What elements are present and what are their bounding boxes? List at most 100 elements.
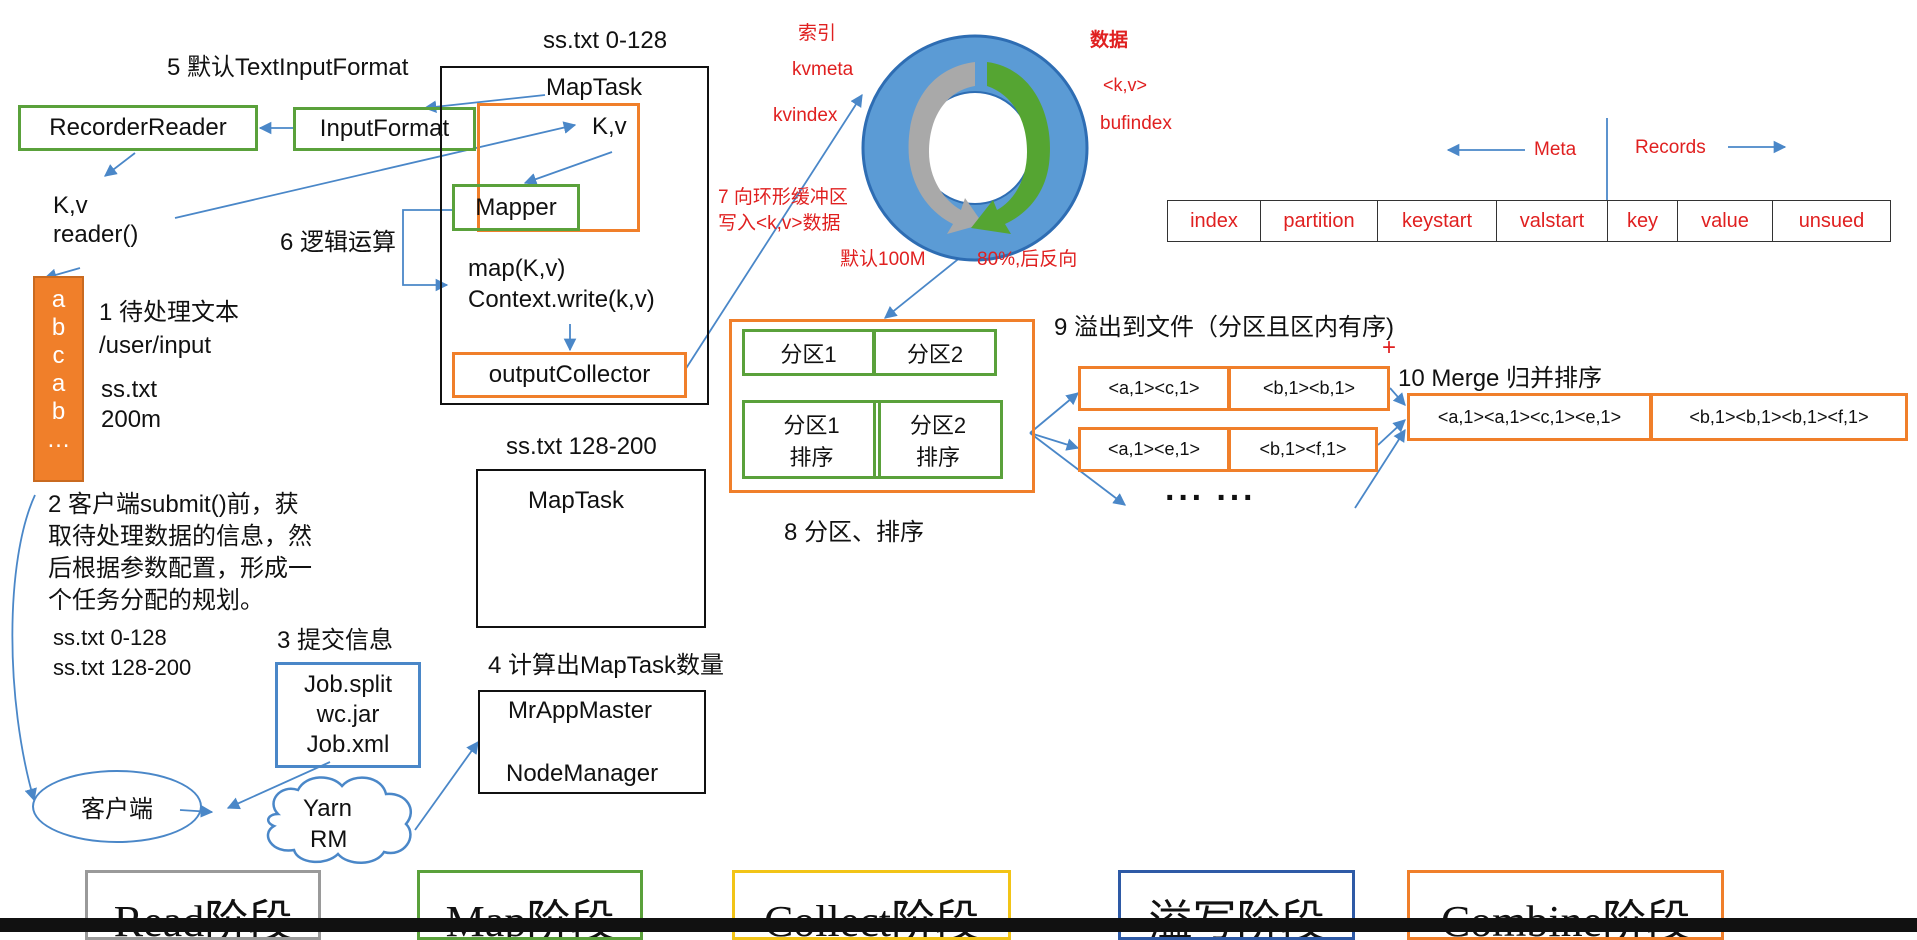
step5-label: 5 默认TextInputFormat xyxy=(167,54,409,81)
arrow-yarn-to-mrappmaster xyxy=(414,740,479,831)
text-char: a xyxy=(51,286,66,313)
yarn-cloud xyxy=(266,776,412,864)
partition2-sort-box: 分区2 排序 xyxy=(873,400,1003,479)
step7-line: 写入<k,v>数据 xyxy=(718,213,841,234)
input-path: /user/input xyxy=(99,332,212,359)
job-file: Job.split xyxy=(303,671,393,698)
text-char: a xyxy=(51,370,66,397)
split1-label: ss.txt 0-128 xyxy=(543,27,668,54)
arrow-maptask-to-inputformat xyxy=(423,94,546,114)
job-file: Job.xml xyxy=(306,731,390,758)
text-char: … xyxy=(46,426,71,453)
maptask-title: MapTask xyxy=(546,74,643,101)
records-label: Records xyxy=(1635,137,1706,158)
file-size: 200m xyxy=(101,406,162,433)
kv-label: K,v xyxy=(592,113,627,140)
output-collector-box: outputCollector xyxy=(452,352,687,398)
recorder-reader-box: RecorderReader xyxy=(18,105,258,151)
arrow-file-to-client xyxy=(11,494,37,802)
reader-call: reader() xyxy=(53,221,139,248)
yarn-label: Yarn xyxy=(303,795,352,822)
partition1-sort-line: 排序 xyxy=(789,444,834,470)
ring-kv-label: <k,v> xyxy=(1103,75,1148,95)
step8-label: 8 分区、排序 xyxy=(784,519,925,546)
ring-buffer xyxy=(861,34,1089,262)
arrow-partition-to-spill1 xyxy=(1029,392,1079,434)
partition1-sort-box: 分区1 排序 xyxy=(742,400,881,479)
step7-line: 7 向环形缓冲区 xyxy=(718,187,848,208)
partition1-box: 分区1 xyxy=(742,329,875,376)
ring-data-label: 数据 xyxy=(1090,30,1129,51)
split-list-item: ss.txt 128-200 xyxy=(53,655,192,680)
arrow-kv-to-input xyxy=(174,121,577,219)
text-char: b xyxy=(51,314,66,341)
step6-label: 6 逻辑运算 xyxy=(280,229,397,256)
step2-line: 个任务分配的规划。 xyxy=(48,587,264,614)
spill1-cell: <a,1><c,1> xyxy=(1078,366,1230,411)
rm-label: RM xyxy=(310,826,348,853)
context-write: Context.write(k,v) xyxy=(468,286,655,313)
arrow-spill3-to-merge xyxy=(1354,428,1406,509)
partition2-sort-line: 分区2 xyxy=(909,412,967,438)
arrow-partition-to-spill2 xyxy=(1029,432,1080,451)
ring-bufindex-label: bufindex xyxy=(1100,113,1172,134)
step1-label: 1 待处理文本 xyxy=(99,299,240,326)
job-files-box: Job.split wc.jar Job.xml xyxy=(275,662,421,768)
step2-line: 取待处理数据的信息，然 xyxy=(48,523,312,550)
meta-col-index: index xyxy=(1167,200,1260,242)
partition2-box: 分区2 xyxy=(873,329,997,376)
spill2-cell: <b,1><f,1> xyxy=(1228,427,1378,472)
records-col-key: key xyxy=(1607,200,1677,242)
text-char: c xyxy=(52,342,65,369)
mapper-box: Mapper xyxy=(452,184,580,231)
plus-mark: + xyxy=(1382,334,1397,361)
maptask2-box xyxy=(476,469,706,628)
ring-default-size: 默认100M xyxy=(840,249,926,270)
nodemanager-label: NodeManager xyxy=(506,760,659,787)
records-col-unsued: unsued xyxy=(1772,200,1891,242)
arrow-job-to-yarn xyxy=(226,761,331,810)
maptask-box xyxy=(440,66,709,405)
arrow-reader-to-kv xyxy=(104,152,136,177)
step2-line: 后根据参数配置，形成一 xyxy=(48,555,312,582)
ring-arrow-green xyxy=(971,62,1050,234)
partition1-sort-line: 分区1 xyxy=(783,412,840,438)
arrow-spill2-to-merge xyxy=(1377,419,1406,446)
merge-cell: <b,1><b,1><b,1><f,1> xyxy=(1650,393,1908,441)
step2-line: 2 客户端submit()前，获 xyxy=(48,491,299,518)
mrappmaster-box xyxy=(478,690,706,794)
spill2-cell: <a,1><e,1> xyxy=(1078,427,1230,472)
bottom-bar xyxy=(0,918,1917,932)
partition2-sort-line: 排序 xyxy=(915,444,960,470)
maptask2-title: MapTask xyxy=(528,487,625,514)
text-char: b xyxy=(51,398,66,425)
input-format-box: InputFormat xyxy=(293,107,476,151)
ring-arrow-gray xyxy=(908,62,983,234)
step10-label: 10 Merge 归并排序 xyxy=(1398,365,1603,392)
records-col-value: value xyxy=(1677,200,1772,242)
spill1-cell: <b,1><b,1> xyxy=(1228,366,1390,411)
split2-label: ss.txt 128-200 xyxy=(506,433,657,460)
split-list-item: ss.txt 0-128 xyxy=(53,625,167,650)
ring-kvmeta-label: kvmeta xyxy=(792,59,854,80)
mrappmaster-label: MrAppMaster xyxy=(508,697,653,724)
kv-reader-label: K,v xyxy=(53,192,88,219)
map-call: map(K,v) xyxy=(468,255,566,282)
merge-cell: <a,1><a,1><c,1><e,1> xyxy=(1407,393,1652,441)
client-ellipse: 客户端 xyxy=(32,770,202,843)
arrow-collector-to-ring xyxy=(684,93,863,371)
ring-index-label: 索引 xyxy=(798,23,837,44)
ring-reverse-label: 80%,后反向 xyxy=(977,249,1078,270)
arrow-kv-to-mapper xyxy=(523,151,613,186)
file-name: ss.txt xyxy=(101,376,158,403)
meta-col-keystart: keystart xyxy=(1377,200,1496,242)
text-file-strip: a b c a b … xyxy=(33,276,84,482)
step3-label: 3 提交信息 xyxy=(277,627,394,654)
step9-label: 9 溢出到文件（分区且区内有序) xyxy=(1054,314,1395,341)
arrow-mapper-to-map xyxy=(402,209,452,292)
partition-sort-box xyxy=(729,319,1035,493)
arrow-spill1-to-merge xyxy=(1389,387,1406,406)
meta-col-partition: partition xyxy=(1260,200,1377,242)
ring-kvindex-label: kvindex xyxy=(773,105,838,126)
arrow-partition-to-spill3 xyxy=(1029,432,1127,506)
